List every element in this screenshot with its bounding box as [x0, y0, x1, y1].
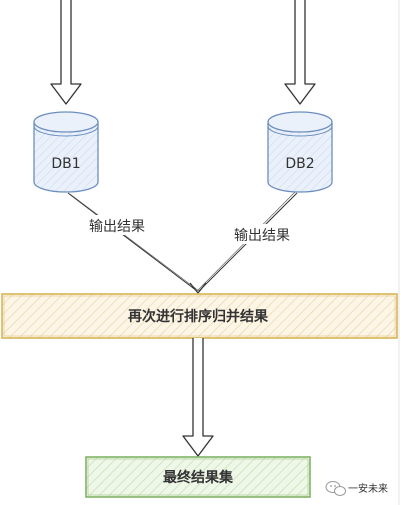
final-box: 最终结果集	[85, 456, 311, 498]
db1-label: DB1	[51, 156, 80, 172]
db1-cylinder: DB1	[33, 111, 99, 193]
merge-box: 再次进行排序归并结果	[1, 293, 398, 339]
edge-label-bg-left	[80, 215, 156, 235]
edge-label-db1: 输出结果	[89, 219, 145, 235]
arrow-into-db1	[50, 0, 82, 105]
merge-label: 再次进行排序归并结果	[128, 308, 269, 325]
watermark: 一安未来	[325, 481, 388, 496]
wechat-icon	[325, 481, 346, 496]
edge-label-bg-right	[224, 224, 300, 244]
arrow-merge-to-final	[182, 338, 214, 457]
arrow-into-db2	[284, 0, 316, 105]
connector-arrowhead	[189, 282, 207, 294]
db2-label: DB2	[285, 156, 314, 172]
db2-cylinder: DB2	[267, 111, 333, 193]
final-label: 最终结果集	[163, 469, 234, 486]
watermark-text: 一安未来	[348, 482, 388, 495]
connector-db1-to-merge	[67, 192, 200, 292]
edge-label-db2: 输出结果	[234, 228, 290, 244]
